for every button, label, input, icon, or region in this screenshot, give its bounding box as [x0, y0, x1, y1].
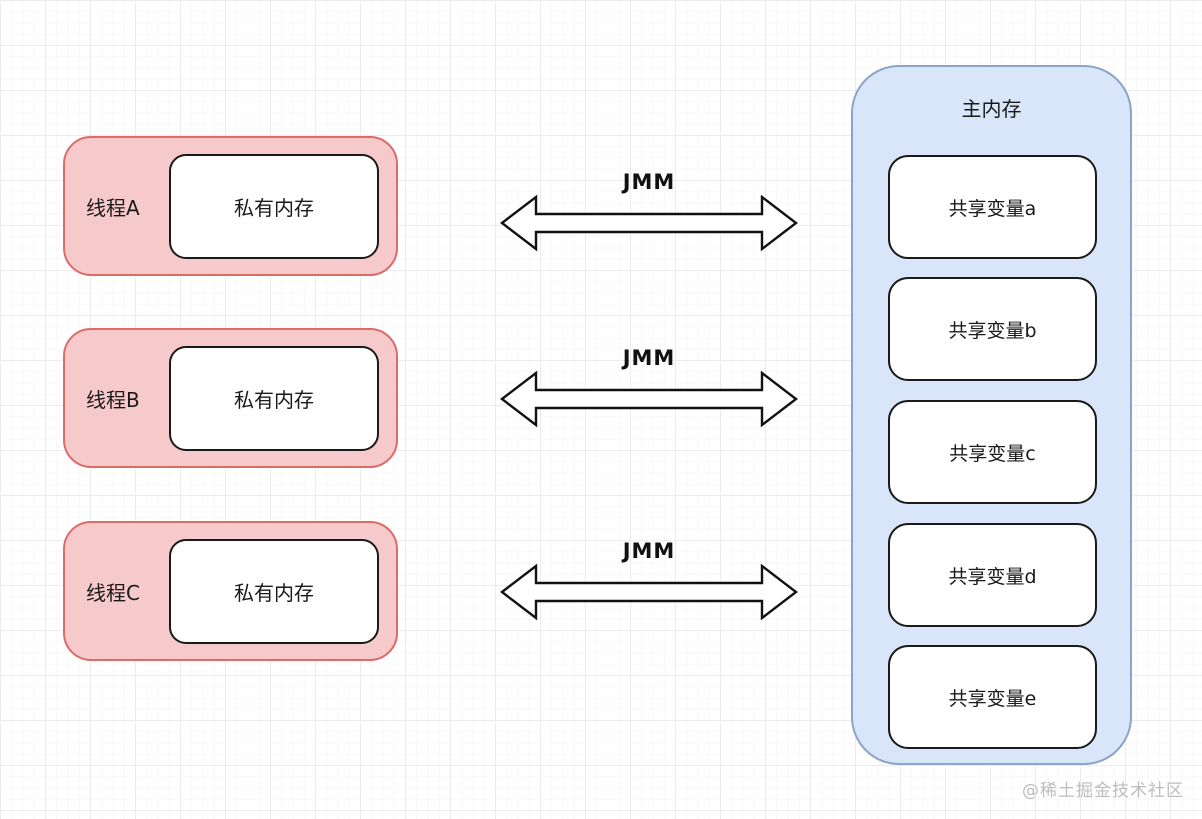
double-arrow-icon: [500, 564, 798, 620]
shared-variable-a-box: 共享变量a: [888, 155, 1097, 259]
thread-c-label: 线程C: [86, 580, 140, 605]
thread-a-private-memory-label: 私有内存: [234, 196, 314, 220]
main-memory-title: 主内存: [961, 97, 1022, 121]
thread-b-box: 线程B 私有内存: [63, 328, 398, 468]
thread-b-label: 线程B: [86, 387, 140, 412]
main-memory-box: 主内存 共享变量a 共享变量b 共享变量c 共享变量d 共享变量e: [851, 65, 1132, 765]
thread-b-private-memory-box: 私有内存: [169, 346, 379, 451]
thread-c-box: 线程C 私有内存: [63, 521, 398, 661]
jmm-arrow-2-label: JMM: [622, 346, 676, 370]
shared-variable-e-box: 共享变量e: [888, 645, 1097, 749]
double-arrow-icon: [500, 371, 798, 427]
thread-a-label: 线程A: [86, 195, 140, 220]
watermark: @稀土掘金技术社区: [1022, 781, 1184, 801]
thread-c-private-memory-label: 私有内存: [234, 581, 314, 605]
jmm-arrow-group-1: JMM: [500, 169, 798, 251]
shared-variable-b-box: 共享变量b: [888, 277, 1097, 381]
thread-a-box: 线程A 私有内存: [63, 136, 398, 276]
jmm-arrow-1-label: JMM: [622, 170, 676, 194]
thread-c-private-memory-box: 私有内存: [169, 539, 379, 644]
thread-a-private-memory-box: 私有内存: [169, 154, 379, 259]
double-arrow-icon: [500, 195, 798, 251]
thread-b-private-memory-label: 私有内存: [234, 388, 314, 412]
jmm-arrow-3-label: JMM: [622, 539, 676, 563]
jmm-arrow-group-2: JMM: [500, 345, 798, 427]
shared-variable-c-box: 共享变量c: [888, 400, 1097, 504]
jmm-arrow-group-3: JMM: [500, 538, 798, 620]
shared-variable-d-box: 共享变量d: [888, 523, 1097, 627]
